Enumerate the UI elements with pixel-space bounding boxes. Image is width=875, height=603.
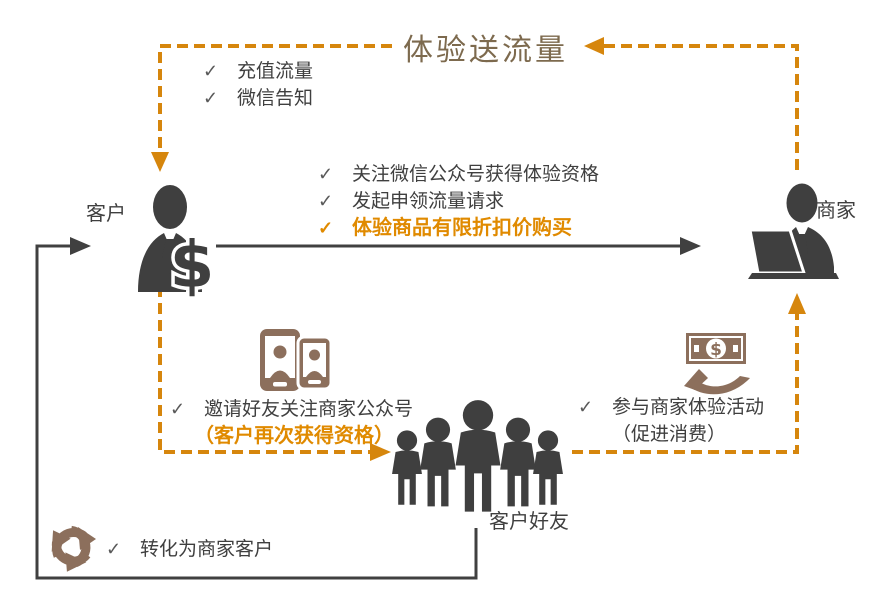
qualify-list: ✓ 关注微信公众号获得体验资格 ✓ 发起申领流量请求 ✓ 体验商品有限折扣价购买 xyxy=(318,161,599,242)
list-item: ✓ 邀请好友关注商家公众号 xyxy=(170,396,413,423)
list-item: ✓ 微信告知 xyxy=(203,85,313,112)
recycle-icon xyxy=(46,521,98,573)
convert-row: ✓ 转化为商家客户 xyxy=(106,536,273,563)
list-item: ✓ 发起申领流量请求 xyxy=(318,188,599,215)
list-item: ✓ 参与商家体验活动 xyxy=(578,394,764,421)
check-icon: ✓ xyxy=(318,218,334,238)
friends-label: 客户好友 xyxy=(489,511,569,533)
svg-text:$: $ xyxy=(170,229,215,303)
invite-highlight: （客户再次获得资格） xyxy=(194,425,394,447)
arrowhead-up-at-merchant-icon xyxy=(788,293,806,314)
friends-group-icon xyxy=(392,398,563,513)
check-icon: ✓ xyxy=(106,539,122,559)
participate-sub: （促进消费） xyxy=(612,424,727,445)
arrowhead-right-at-customer-icon xyxy=(70,237,91,255)
diagram-title: 体验送流量 xyxy=(403,33,568,68)
arrowhead-down-at-customer-icon xyxy=(151,152,169,172)
recharge-list: ✓ 充值流量 ✓ 微信告知 xyxy=(203,58,313,112)
arrowhead-right-at-merchant-icon xyxy=(680,237,701,255)
customer-dollar-icon: $ xyxy=(128,184,222,307)
check-icon: ✓ xyxy=(318,164,334,184)
list-item-highlight: ✓ 体验商品有限折扣价购买 xyxy=(318,215,599,242)
svg-text:$: $ xyxy=(710,340,722,360)
check-icon: ✓ xyxy=(203,88,219,108)
merchant-laptop-icon xyxy=(742,183,850,283)
connector-merchant-to-title xyxy=(603,44,799,170)
check-icon: ✓ xyxy=(170,399,186,419)
invite-block: ✓ 邀请好友关注商家公众号 （客户再次获得资格） xyxy=(170,396,413,450)
participate-block: ✓ 参与商家体验活动 （促进消费） xyxy=(578,394,764,448)
list-item: ✓ 充值流量 xyxy=(203,58,313,85)
check-icon: ✓ xyxy=(203,61,219,81)
phones-contacts-icon xyxy=(256,327,334,397)
list-item: ✓ 关注微信公众号获得体验资格 xyxy=(318,161,599,188)
arrowhead-left-at-title-icon xyxy=(584,37,604,55)
check-icon: ✓ xyxy=(578,397,594,417)
money-hand-icon: $ xyxy=(676,328,756,402)
merchant-label: 商家 xyxy=(816,200,856,222)
check-icon: ✓ xyxy=(318,191,334,211)
customer-label: 客户 xyxy=(86,203,126,225)
